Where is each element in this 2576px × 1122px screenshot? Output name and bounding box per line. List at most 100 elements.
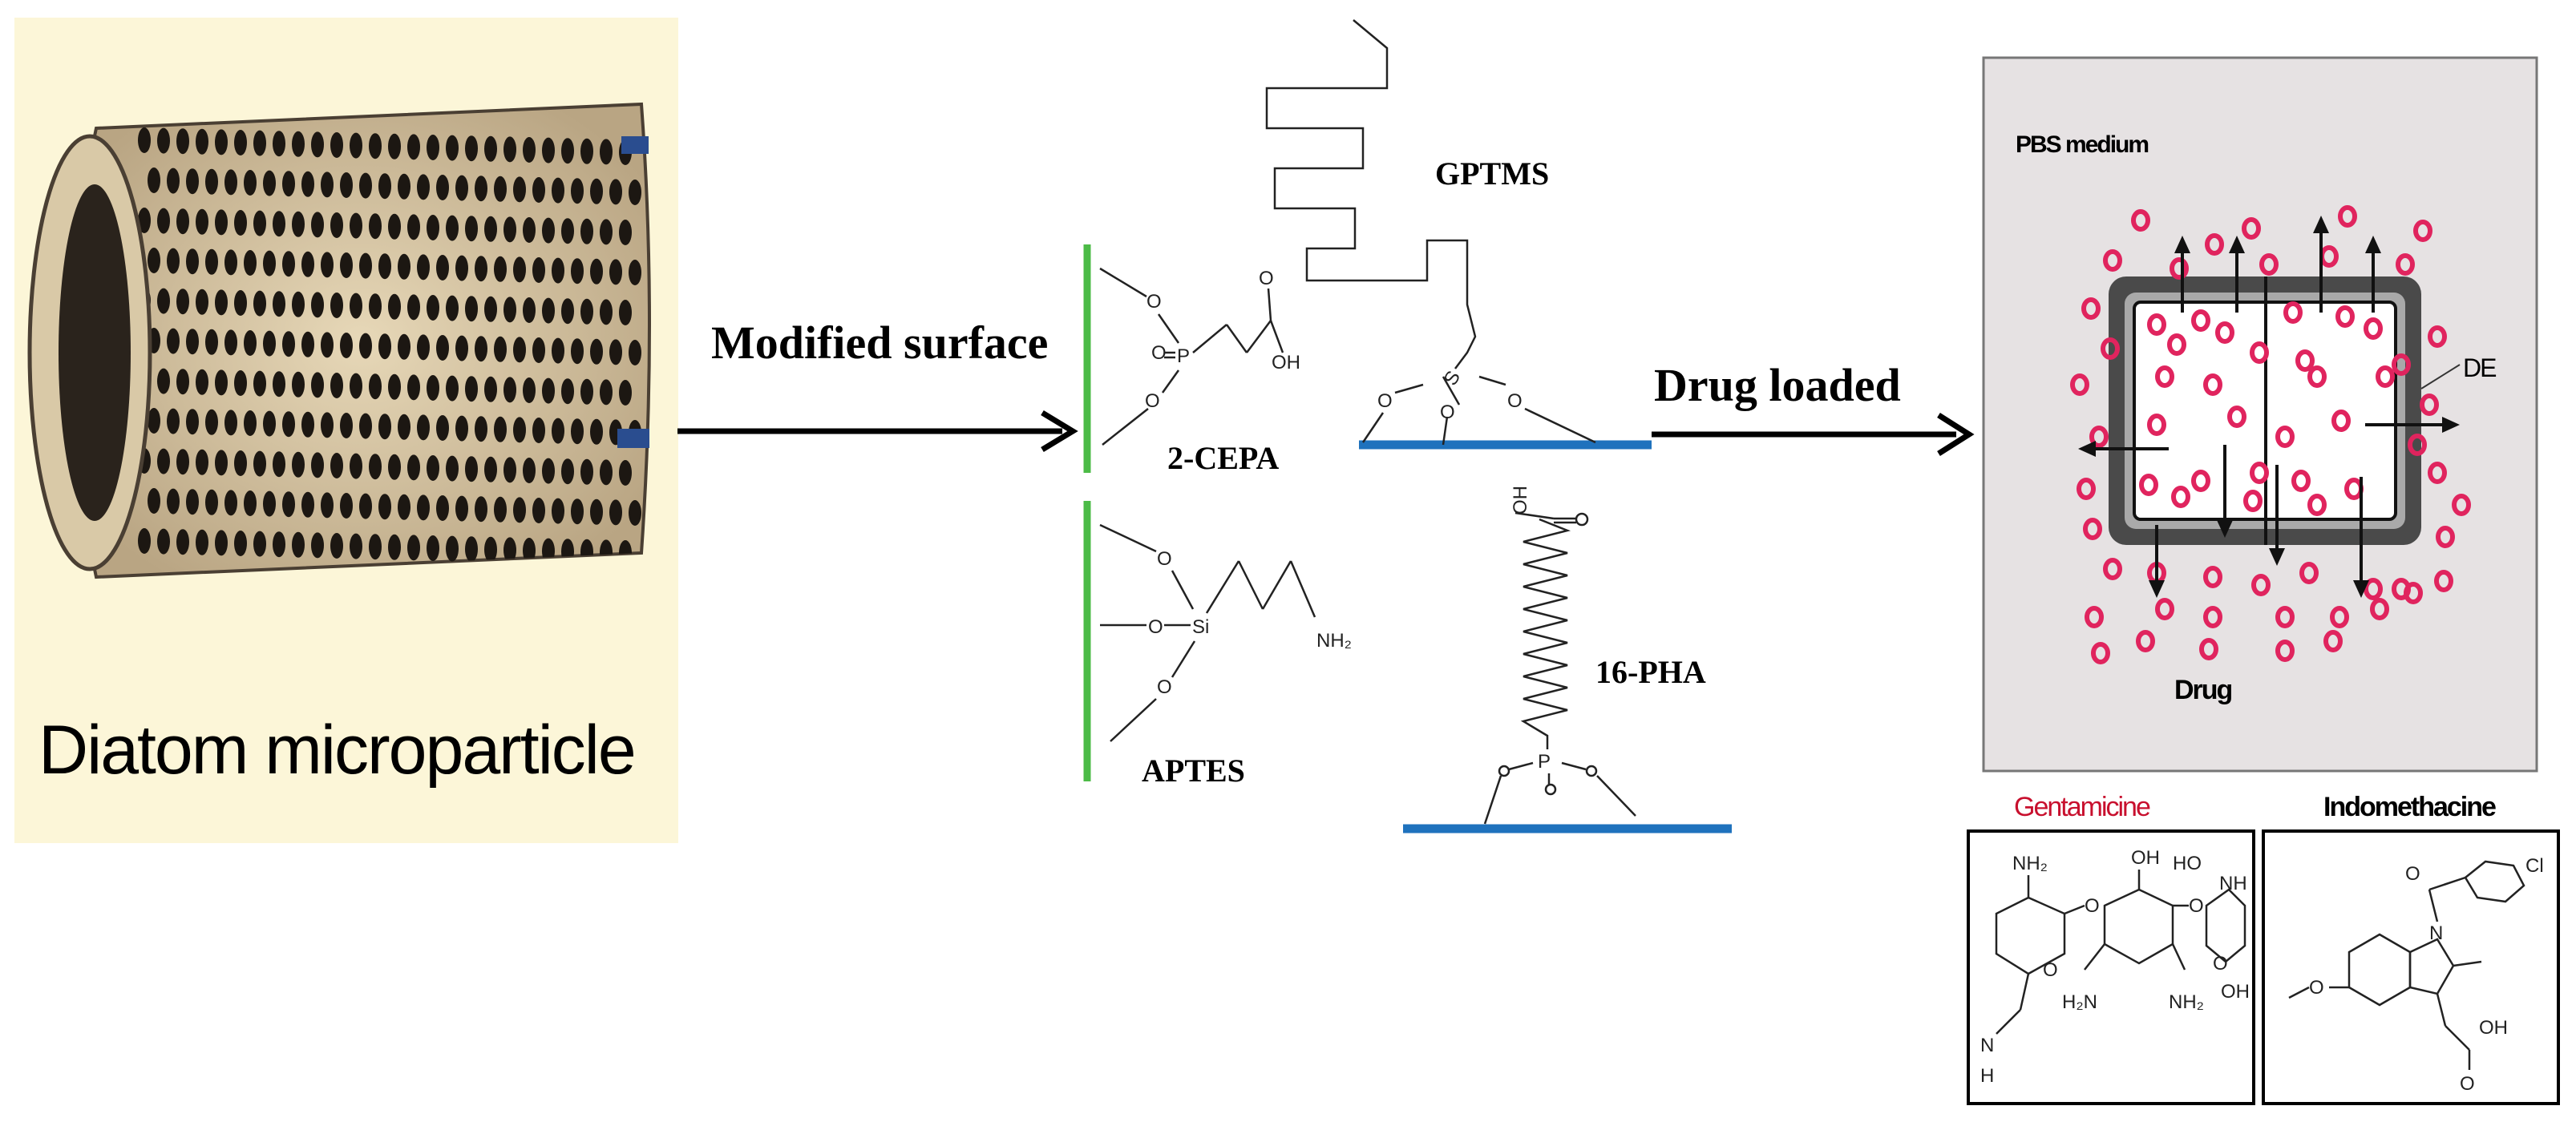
release-arrow-head [2365,236,2381,253]
svg-text:O: O [1157,548,1172,570]
drug-particle [2215,321,2234,344]
diatom-pore [542,217,555,244]
drug-particle [2413,220,2432,242]
diatom-pore [465,456,478,482]
diatom-pore [609,499,622,526]
diatom-pore [148,248,160,273]
svg-text:H₂N: H₂N [2062,991,2097,1013]
cepa-label: 2-CEPA [1167,440,1279,476]
svg-text:O: O [1157,676,1172,698]
diatom-pore [321,412,334,438]
diatom-pore [436,335,449,361]
diatom-pore [359,252,372,279]
diatom-pore [552,498,564,524]
diatom-pore [205,248,218,275]
svg-text:O: O [2213,953,2228,975]
diatom-pore [388,213,401,240]
drug-particle [2323,630,2343,652]
diatom-pore [282,171,295,197]
diatom-pore [369,534,382,560]
diatom-pore [186,489,199,515]
diatom-pore [494,256,507,282]
release-arrow-head [2217,520,2233,538]
modified-surface-label: Modified surface [711,317,1048,369]
svg-text:NH: NH [2219,873,2247,894]
diatom-pore [523,377,536,403]
drug-particle [2330,606,2349,628]
drug-particle [2203,566,2222,588]
diatom-pore [186,168,199,195]
diatom-pore [301,411,314,438]
diatom-pore [253,370,266,397]
diatom-pore [301,491,314,518]
indomethacine-structure: N O Cl OH O O [2288,855,2544,1095]
drug-particle [2299,562,2319,584]
diatom-pore [138,127,151,153]
diatom-pore [359,493,372,519]
diatom-pore [503,457,516,483]
diatom-pore [446,295,459,321]
diatom-pore [407,535,420,561]
diatom-pore [273,131,285,157]
diatom-pore [234,531,247,556]
diatom-pore [542,377,555,404]
diatom-pore [388,454,401,480]
diatom-pore [263,410,276,437]
drug-particle [2436,526,2455,548]
diatom-pore [215,209,228,236]
svg-text:O: O [1377,390,1393,412]
diatom-pore [157,127,170,154]
diatom-pore [186,329,199,355]
diatom-pore [321,172,334,198]
diatom-pore [494,336,507,362]
diatom-pore [234,210,247,236]
svg-text:NH₂: NH₂ [2169,991,2204,1013]
diatom-pore [398,494,410,520]
diatom-pore [484,216,497,242]
drug-particle [2275,606,2295,628]
svg-text:Si: Si [1192,616,1209,638]
drug-particle [2199,638,2218,660]
diatom-pore [629,260,641,285]
diatom-pore [407,454,420,481]
diatom-pore [292,531,305,558]
diatom-pore [552,418,564,444]
drug-particle [2275,426,2295,448]
diatom-pore [205,489,218,515]
release-arrow-head [2269,548,2285,566]
drug-particle [2331,410,2351,432]
release-arrow-head [2313,216,2329,233]
drug-particle [2089,426,2109,448]
diatom-pore [475,336,487,362]
pha-molecule: OH P [1483,486,1636,825]
drug-particle [2139,474,2158,496]
release-panel: PBS medium DE Drug [1982,56,2538,773]
diatom-pore [503,216,516,243]
diatom-pore [311,532,324,559]
diatom-pore [244,410,257,436]
diatom-pore [224,169,237,196]
drug-particle [2101,337,2120,360]
diatom-pore [311,292,324,318]
diatom-pore [484,135,497,162]
diatom-pore [417,334,430,361]
diatom-pore [629,340,641,365]
diatom-pore [417,414,430,441]
diatom-pore [244,490,257,516]
svg-text:O: O [2189,895,2204,917]
diatom-pore [552,337,564,364]
diatom-pore [552,177,564,204]
diatom-pore [523,538,536,563]
drug-particle [2428,325,2447,348]
diatom-pore [494,416,507,442]
drug-particle [2335,305,2355,328]
drug-particle [2147,414,2166,436]
diatom-pore [273,291,285,317]
diatom-pore [465,296,478,322]
diatom-pore [369,454,382,480]
diatom-pore [503,297,516,323]
diatom-pore [407,214,420,240]
drug-particle [2250,462,2269,484]
diatom-pore [513,176,526,203]
